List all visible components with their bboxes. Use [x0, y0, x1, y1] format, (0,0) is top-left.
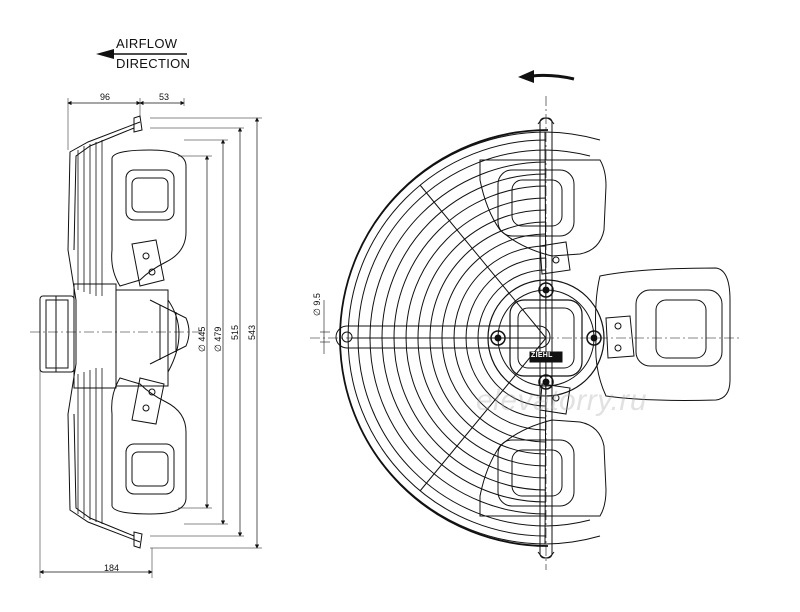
- dimension-184: 184: [104, 563, 120, 573]
- rotation-arrow-icon: [518, 70, 575, 83]
- dimension-diameter-479: ∅ 479: [213, 326, 223, 352]
- dimension-53: 53: [159, 92, 170, 102]
- airflow-label-line1: AIRFLOW: [116, 36, 178, 51]
- dimension-diameter-445: ∅ 445: [197, 326, 207, 352]
- dimension-515: 515: [230, 324, 240, 340]
- side-view: [30, 98, 262, 578]
- front-view: [310, 96, 740, 570]
- dimension-hole-9-5: ∅ 9.5: [312, 293, 322, 316]
- watermark: elevatorry.ru: [476, 384, 648, 417]
- brand-plate-label: ZIEHL: [531, 352, 553, 359]
- airflow-arrow-icon: [96, 49, 187, 59]
- dimension-96: 96: [100, 92, 111, 102]
- airflow-label-line2: DIRECTION: [116, 56, 191, 71]
- dimension-543: 543: [247, 324, 257, 340]
